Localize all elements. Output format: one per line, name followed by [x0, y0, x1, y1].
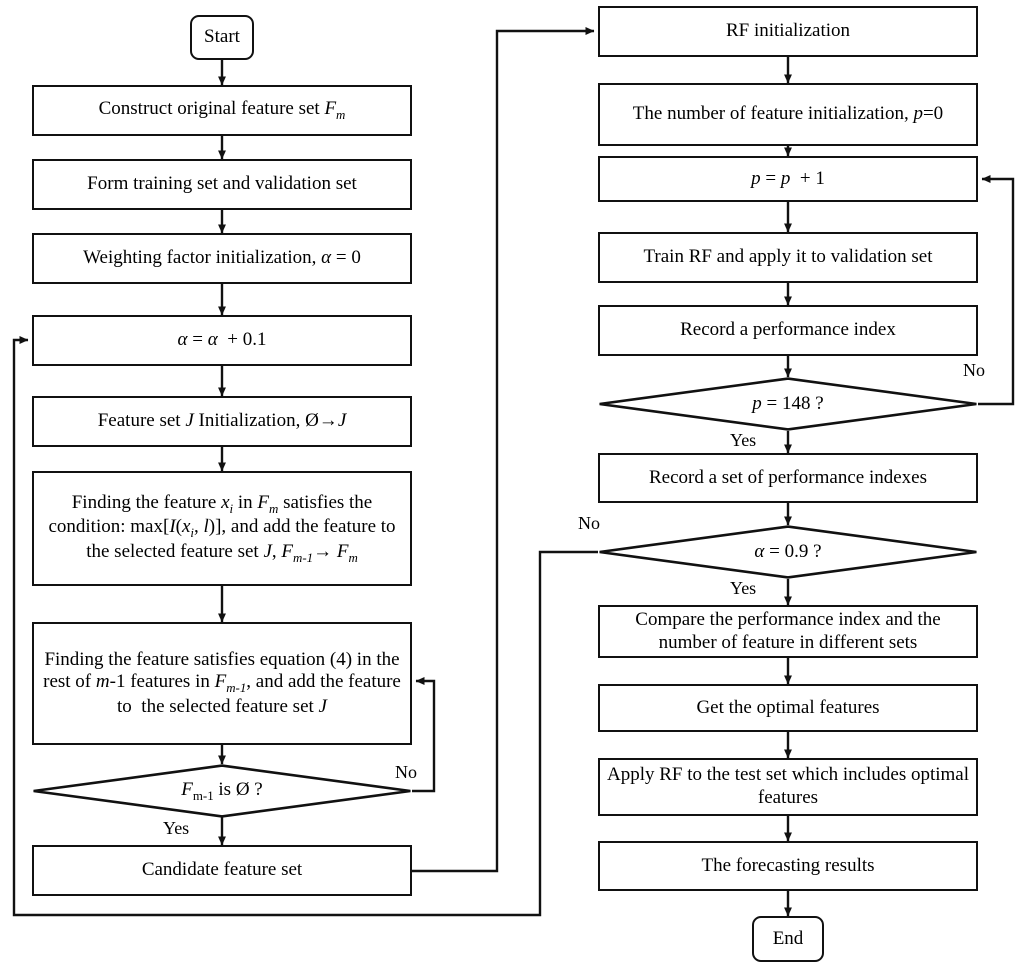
- node-feature-number-initialization[interactable]: The number of feature initialization, p=…: [598, 83, 978, 146]
- node-end-label: End: [772, 927, 804, 949]
- node-get-optimal-features[interactable]: Get the optimal features: [598, 684, 978, 732]
- node-feature-set-initialization[interactable]: Feature set J Initialization, Ø→J: [32, 396, 412, 447]
- edge-label-alpha09-yes: Yes: [730, 578, 757, 598]
- node-construct-label: Construct original feature set Fm: [98, 98, 346, 123]
- edge-label-fm-empty-yes: Yes: [163, 818, 190, 838]
- diamond-shape: [599, 525, 977, 579]
- node-rf-init-label: RF initialization: [725, 20, 851, 42]
- node-fm-empty-label: Fm-1 is Ø ?: [181, 778, 263, 803]
- node-find-eq4-label: Finding the feature satisfies equation (…: [43, 648, 401, 717]
- node-start-label: Start: [204, 26, 240, 48]
- node-get-optimal-label: Get the optimal features: [696, 696, 880, 718]
- node-p-inc-label: p = p + 1: [751, 167, 825, 189]
- node-apply-test-label: Apply RF to the test set which includes …: [606, 764, 970, 808]
- node-candidate-feature-set[interactable]: Candidate feature set: [32, 845, 412, 896]
- node-forecast-label: The forecasting results: [701, 854, 875, 876]
- diamond-shape: [33, 764, 411, 818]
- wire-candidate-to-rfinit: [412, 27, 595, 873]
- node-weight-init-label: Weighting factor initialization, α = 0: [83, 247, 361, 269]
- node-alpha-09-label: α = 0.9 ?: [754, 541, 822, 563]
- node-start[interactable]: Start: [190, 15, 254, 60]
- diamond-shape: [599, 377, 977, 431]
- node-p-148-label: p = 148 ?: [752, 393, 824, 415]
- node-alpha-equals-09-decision[interactable]: α = 0.9 ?: [598, 525, 978, 579]
- node-record-index-label: Record a performance index: [680, 319, 896, 341]
- node-train-rf-validation[interactable]: Train RF and apply it to validation set: [598, 232, 978, 283]
- node-record-performance-index[interactable]: Record a performance index: [598, 305, 978, 356]
- node-weighting-factor-init[interactable]: Weighting factor initialization, α = 0: [32, 233, 412, 284]
- node-alpha-increment[interactable]: α = α + 0.1: [32, 315, 412, 366]
- node-end[interactable]: End: [752, 916, 824, 962]
- edge-label-p148-yes: Yes: [730, 430, 757, 450]
- node-fm-is-empty-decision[interactable]: Fm-1 is Ø ?: [32, 764, 412, 818]
- node-compare-label: Compare the performance index and the nu…: [635, 608, 941, 653]
- node-form-sets-label: Form training set and validation set: [87, 173, 357, 195]
- node-forecasting-results[interactable]: The forecasting results: [598, 841, 978, 891]
- edge-label-p148-no: No: [963, 360, 985, 380]
- node-record-set-performance-indexes[interactable]: Record a set of performance indexes: [598, 453, 978, 503]
- node-alpha-inc-label: α = α + 0.1: [177, 329, 267, 351]
- node-rf-initialization[interactable]: RF initialization: [598, 6, 978, 57]
- node-form-training-validation-set[interactable]: Form training set and validation set: [32, 159, 412, 210]
- node-p-equals-148-decision[interactable]: p = 148 ?: [598, 377, 978, 431]
- edge-label-fm-empty-no: No: [395, 762, 417, 782]
- node-p-init-label: The number of feature initialization, p=…: [632, 103, 944, 125]
- node-find-max-label: Finding the feature xi in Fm satisfies t…: [48, 492, 396, 565]
- node-construct-original-feature-set[interactable]: Construct original feature set Fm: [32, 85, 412, 136]
- node-finding-feature-equation4[interactable]: Finding the feature satisfies equation (…: [32, 622, 412, 745]
- node-feature-set-init-label: Feature set J Initialization, Ø→J: [97, 410, 347, 432]
- node-p-increment[interactable]: p = p + 1: [598, 156, 978, 202]
- node-finding-feature-max-mi[interactable]: Finding the feature xi in Fm satisfies t…: [32, 471, 412, 586]
- edge-label-alpha09-no: No: [578, 513, 600, 533]
- node-candidate-label: Candidate feature set: [141, 859, 303, 881]
- node-train-rf-label: Train RF and apply it to validation set: [643, 246, 933, 268]
- node-compare-performance-and-features[interactable]: Compare the performance index and the nu…: [598, 605, 978, 658]
- node-record-set-label: Record a set of performance indexes: [648, 466, 927, 488]
- node-apply-rf-test-set[interactable]: Apply RF to the test set which includes …: [598, 758, 978, 816]
